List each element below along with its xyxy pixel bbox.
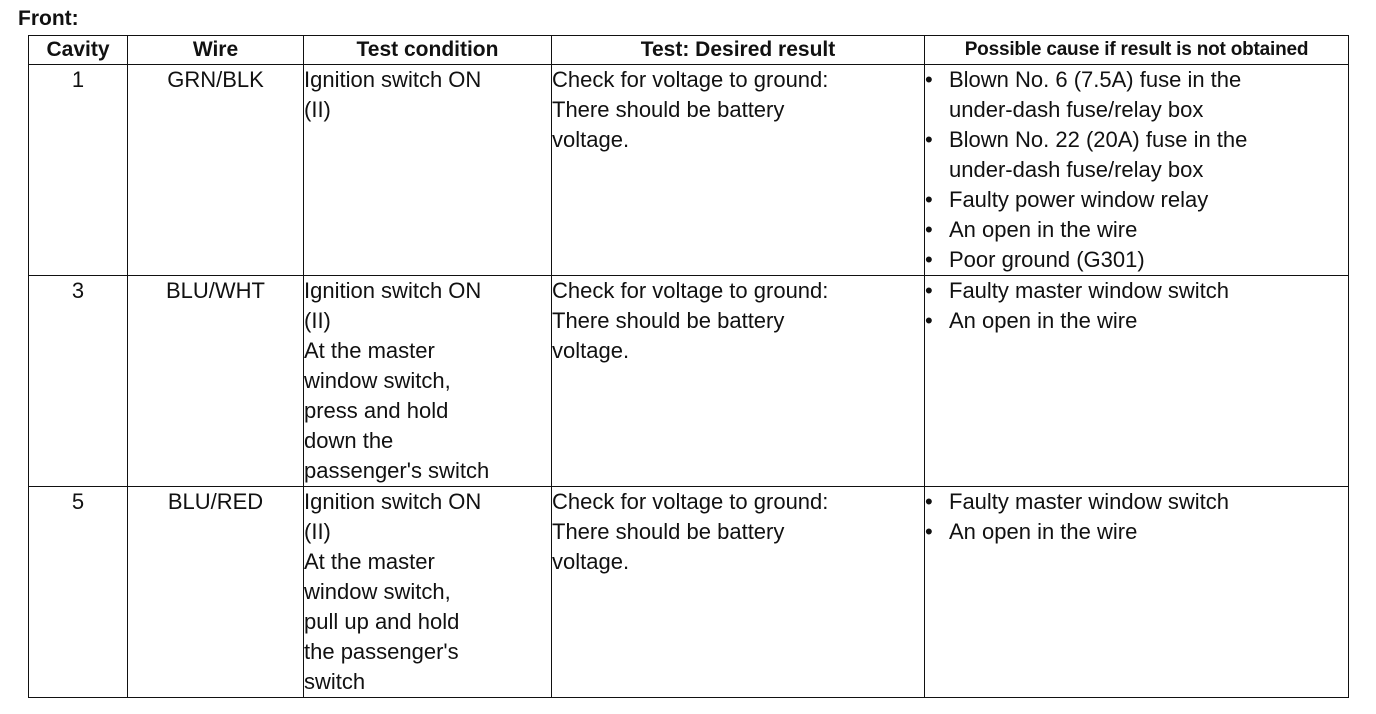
- bullet-icon: •: [925, 247, 933, 272]
- table-header-row: Cavity Wire Test condition Test: Desired…: [28, 35, 1349, 65]
- bullet-icon: •: [925, 489, 933, 514]
- desired-result-line: Check for voltage to ground:: [552, 67, 829, 92]
- test-condition-line: down the: [304, 428, 394, 453]
- possible-cause-list: • Faulty master window switch • An open in …: [925, 487, 1348, 547]
- cavity-cell: 3: [28, 275, 128, 487]
- test-condition-line: Ignition switch ON: [304, 67, 482, 92]
- possible-cause-line: Faulty power window relay: [949, 187, 1209, 212]
- possible-cause-line: Faulty master window switch: [949, 278, 1229, 303]
- test-condition-line: At the master: [304, 549, 435, 574]
- possible-cause-item: • Faulty master window switch: [925, 487, 1348, 517]
- desired-result-cell: Check for voltage to ground: There should…: [551, 64, 925, 276]
- desired-result-line: Check for voltage to ground:: [552, 489, 829, 514]
- wire-color-cell: BLU/WHT: [127, 275, 304, 487]
- test-condition-line: (II): [304, 308, 331, 333]
- desired-result-line: voltage.: [552, 338, 630, 363]
- desired-result-line: Check for voltage to ground:: [552, 278, 829, 303]
- wire-color-cell: BLU/RED: [127, 486, 304, 698]
- desired-result-line: voltage.: [552, 127, 630, 152]
- test-condition-cell: Ignition switch ON (II) At the master windo…: [303, 486, 552, 698]
- test-condition-line: window switch,: [304, 368, 451, 393]
- possible-cause-item: • An open in the wire: [925, 215, 1348, 245]
- possible-cause-item: • An open in the wire: [925, 517, 1348, 547]
- cavity-cell: 5: [28, 486, 128, 698]
- possible-cause-line: An open in the wire: [949, 308, 1138, 333]
- bullet-icon: •: [925, 127, 933, 152]
- test-condition-line: At the master: [304, 338, 435, 363]
- connector-test-table: Cavity Wire Test condition Test: Desired…: [28, 35, 1349, 698]
- possible-cause-item: • Blown No. 22 (20A) fuse in the under-das…: [925, 125, 1348, 185]
- possible-cause-list: • Blown No. 6 (7.5A) fuse in the under-das…: [925, 65, 1348, 275]
- bullet-icon: •: [925, 308, 933, 333]
- test-condition-line: window switch,: [304, 579, 451, 604]
- possible-cause-item: • Poor ground (G301): [925, 245, 1348, 275]
- possible-cause-line: Blown No. 6 (7.5A) fuse in the: [949, 67, 1242, 92]
- possible-cause-line: An open in the wire: [949, 519, 1138, 544]
- test-condition-line: the passenger's: [304, 639, 459, 664]
- bullet-icon: •: [925, 217, 933, 242]
- possible-cause-line: Faulty master window switch: [949, 489, 1229, 514]
- bullet-icon: •: [925, 67, 933, 92]
- test-condition-line: Ignition switch ON: [304, 278, 482, 303]
- header-test-condition: Test condition: [303, 35, 552, 65]
- desired-result-line: voltage.: [552, 549, 630, 574]
- test-condition-line: switch: [304, 669, 366, 694]
- possible-cause-cell: • Faulty master window switch • An open in …: [924, 275, 1349, 487]
- desired-result-line: There should be battery: [552, 308, 785, 333]
- bullet-icon: •: [925, 278, 933, 303]
- cavity-cell: 1: [28, 64, 128, 276]
- section-title: Front:: [18, 7, 79, 30]
- possible-cause-item: • Blown No. 6 (7.5A) fuse in the under-das…: [925, 65, 1348, 125]
- possible-cause-cell: • Blown No. 6 (7.5A) fuse in the under-das…: [924, 64, 1349, 276]
- desired-result-line: There should be battery: [552, 97, 785, 122]
- test-condition-line: Ignition switch ON: [304, 489, 482, 514]
- test-condition-line: passenger's switch: [304, 458, 490, 483]
- possible-cause-item: • An open in the wire: [925, 306, 1348, 336]
- desired-result-cell: Check for voltage to ground: There should…: [551, 486, 925, 698]
- possible-cause-line: under-dash fuse/relay box: [949, 157, 1204, 182]
- test-condition-cell: Ignition switch ON (II) At the master windo…: [303, 275, 552, 487]
- possible-cause-line: Poor ground (G301): [949, 247, 1145, 272]
- possible-cause-line: under-dash fuse/relay box: [949, 97, 1204, 122]
- header-wire: Wire: [127, 35, 304, 65]
- test-condition-cell: Ignition switch ON (II): [303, 64, 552, 276]
- header-desired-result: Test: Desired result: [551, 35, 925, 65]
- test-condition-line: pull up and hold: [304, 609, 460, 634]
- possible-cause-item: • Faulty power window relay: [925, 185, 1348, 215]
- desired-result-cell: Check for voltage to ground: There should…: [551, 275, 925, 487]
- possible-cause-list: • Faulty master window switch • An open in …: [925, 276, 1348, 336]
- test-condition-line: (II): [304, 97, 331, 122]
- bullet-icon: •: [925, 187, 933, 212]
- test-condition-line: (II): [304, 519, 331, 544]
- test-condition-line: press and hold: [304, 398, 449, 423]
- header-possible-cause: Possible cause if result is not obtained: [924, 35, 1349, 65]
- possible-cause-item: • Faulty master window switch: [925, 276, 1348, 306]
- desired-result-line: There should be battery: [552, 519, 785, 544]
- header-cavity: Cavity: [28, 35, 128, 65]
- bullet-icon: •: [925, 519, 933, 544]
- possible-cause-line: An open in the wire: [949, 217, 1138, 242]
- possible-cause-cell: • Faulty master window switch • An open in …: [924, 486, 1349, 698]
- wire-color-cell: GRN/BLK: [127, 64, 304, 276]
- possible-cause-line: Blown No. 22 (20A) fuse in the: [949, 127, 1248, 152]
